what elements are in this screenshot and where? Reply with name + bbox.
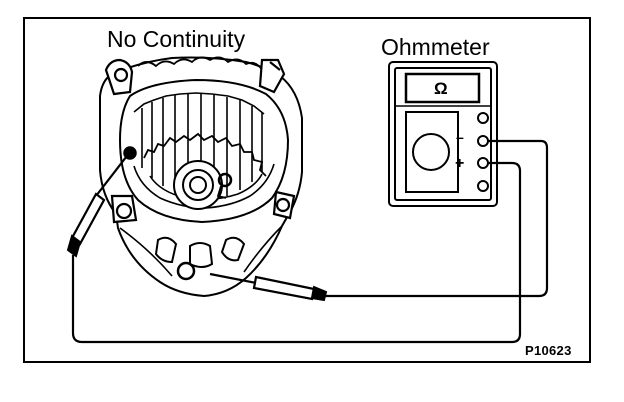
terminal-1 — [477, 112, 489, 124]
ohmmeter-label: Ohmmeter — [381, 34, 490, 60]
terminal-4 — [477, 180, 489, 192]
figure-code: P10623 — [525, 343, 572, 358]
ohm-symbol: Ω — [434, 79, 448, 98]
lead-positive — [71, 161, 522, 344]
title-label: No Continuity — [107, 26, 246, 52]
test-probe-icon — [209, 272, 328, 302]
lead-negative — [325, 139, 549, 298]
selector-dial — [412, 133, 450, 171]
alternator-housing-icon — [99, 56, 303, 298]
meter-display — [404, 72, 481, 104]
figure-frame — [23, 17, 591, 363]
negative-terminal-label: – — [456, 129, 464, 145]
positive-terminal-label: + — [455, 155, 465, 172]
test-leads — [71, 139, 549, 344]
meter-panel — [405, 111, 459, 193]
probe-positive — [66, 146, 137, 258]
